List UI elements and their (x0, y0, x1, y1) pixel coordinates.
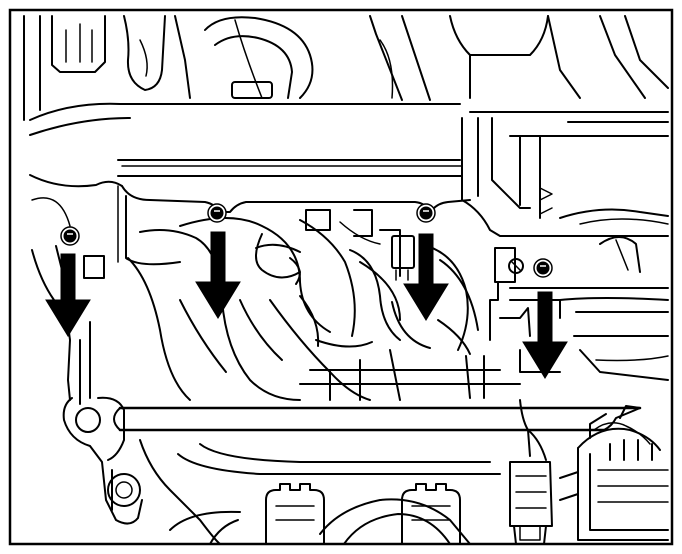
background-structure (23, 15, 669, 545)
bolt-icon (207, 203, 227, 223)
bolts-layer (60, 203, 553, 278)
bolt-icon (416, 203, 436, 223)
arrow-down-icon (403, 233, 449, 321)
arrow-down-icon (195, 231, 241, 319)
arrow-down-icon (45, 253, 91, 337)
diagram-frame (8, 8, 674, 546)
bolt-icon (60, 226, 80, 246)
arrows-layer (45, 231, 568, 379)
bolt-icon (533, 258, 553, 278)
arrow-down-icon (522, 291, 568, 379)
